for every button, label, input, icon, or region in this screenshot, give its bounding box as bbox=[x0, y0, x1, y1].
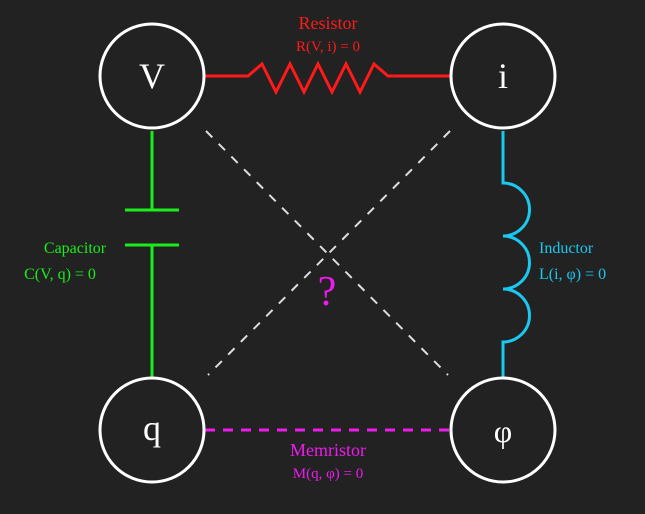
resistor-edge bbox=[205, 60, 450, 96]
node-phi: φ bbox=[449, 376, 557, 484]
resistor-symbol bbox=[205, 60, 450, 96]
node-q: q bbox=[98, 376, 206, 484]
node-V-label: V bbox=[139, 56, 165, 96]
capacitor-edge bbox=[125, 131, 179, 377]
resistor-name: Resistor bbox=[298, 13, 357, 33]
node-q-label: q bbox=[143, 408, 161, 448]
resistor-relation: R(V, i) = 0 bbox=[296, 39, 360, 55]
node-i: i bbox=[449, 22, 557, 130]
question-mark: ? bbox=[318, 269, 337, 315]
diagonal-v-phi bbox=[205, 130, 449, 376]
memristor-relation: M(q, φ) = 0 bbox=[293, 466, 363, 482]
inductor-symbol bbox=[501, 131, 531, 377]
inductor-relation: L(i, φ) = 0 bbox=[539, 266, 606, 283]
capacitor-name: Capacitor bbox=[44, 240, 107, 257]
node-i-label: i bbox=[498, 56, 508, 96]
memristor-name: Memristor bbox=[290, 440, 366, 460]
diagonal-i-q bbox=[207, 130, 451, 376]
node-V: V bbox=[98, 22, 206, 130]
inductor-edge bbox=[501, 131, 531, 377]
node-phi-label: φ bbox=[494, 413, 512, 449]
capacitor-relation: C(V, q) = 0 bbox=[24, 266, 96, 283]
inductor-name: Inductor bbox=[539, 240, 594, 257]
